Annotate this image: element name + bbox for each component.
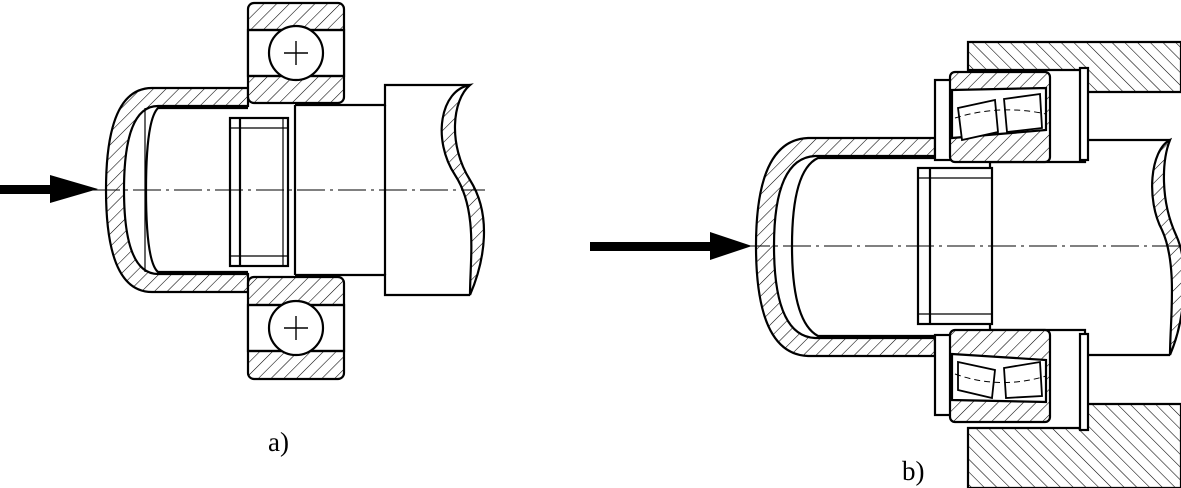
housing-b <box>966 40 1181 488</box>
label-b: b) <box>902 456 925 486</box>
shaft-b <box>916 137 1181 357</box>
lock-nut-a <box>228 116 290 268</box>
figure-a <box>0 1 486 381</box>
push-arrow-a <box>0 175 98 203</box>
ball-bearing-top-a <box>246 1 346 105</box>
roller-bearing-bottom-b <box>933 328 1090 432</box>
push-arrow-b <box>590 232 752 260</box>
roller-bearing-top-b <box>933 66 1090 164</box>
mounting-sleeve-b <box>754 136 937 358</box>
figure-b <box>590 40 1181 488</box>
ball-bearing-bottom-a <box>246 275 346 381</box>
label-a: a) <box>268 427 289 457</box>
